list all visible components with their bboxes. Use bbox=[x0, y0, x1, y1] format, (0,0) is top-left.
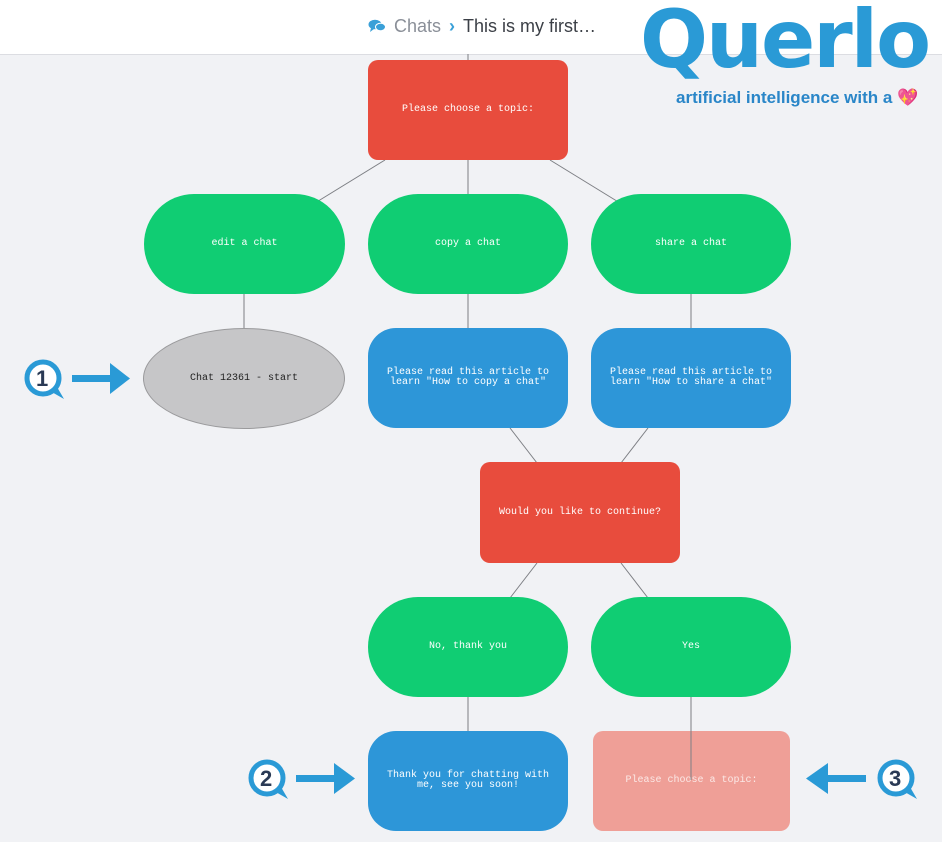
breadcrumb: Chats › This is my first… bbox=[368, 14, 596, 38]
logo-wordmark: Querlo bbox=[640, 0, 931, 86]
marker-3: 3 bbox=[806, 759, 918, 801]
querlo-q-arrow-right-icon bbox=[24, 359, 130, 399]
answer-node-copy-chat[interactable]: copy a chat bbox=[368, 194, 568, 294]
querlo-logo: Querlo artificial intelligence with a 💖 bbox=[640, 0, 940, 110]
answer-node-no-thanks[interactable]: No, thank you bbox=[368, 597, 568, 697]
message-node-read-share[interactable]: Please read this article to learn "How t… bbox=[591, 328, 791, 428]
start-node-chat-12361[interactable]: Chat 12361 - start bbox=[143, 328, 345, 429]
message-node-thank-you[interactable]: Thank you for chatting with me, see you … bbox=[368, 731, 568, 831]
message-node-read-copy[interactable]: Please read this article to learn "How t… bbox=[368, 328, 568, 428]
connector bbox=[509, 562, 538, 599]
logo-tagline: artificial intelligence with a 💖 bbox=[676, 88, 918, 108]
heart-icon: 💖 bbox=[897, 88, 919, 107]
connector bbox=[549, 159, 621, 204]
top-bar: Chats › This is my first… bbox=[0, 0, 942, 55]
answer-node-share-chat[interactable]: share a chat bbox=[591, 194, 791, 294]
loop-node-choose-topic[interactable]: Please choose a topic: bbox=[593, 731, 790, 831]
querlo-q-arrow-right-icon bbox=[248, 759, 355, 799]
connector bbox=[620, 427, 649, 464]
chat-bubbles-icon bbox=[368, 19, 386, 32]
querlo-q-arrow-left-icon bbox=[806, 759, 917, 799]
marker-2: 2 bbox=[248, 759, 358, 801]
marker-1: 1 bbox=[24, 359, 132, 401]
connector bbox=[509, 427, 538, 464]
marker-1-number: 1 bbox=[36, 366, 49, 391]
connector bbox=[620, 562, 649, 599]
breadcrumb-chats-link[interactable]: Chats bbox=[394, 15, 442, 36]
marker-2-number: 2 bbox=[260, 766, 273, 791]
question-node-continue[interactable]: Would you like to continue? bbox=[480, 462, 680, 563]
breadcrumb-separator: › bbox=[449, 15, 456, 36]
breadcrumb-current: This is my first… bbox=[463, 15, 597, 36]
answer-node-yes[interactable]: Yes bbox=[591, 597, 791, 697]
answer-node-edit-chat[interactable]: edit a chat bbox=[144, 194, 345, 294]
logo-tagline-text: artificial intelligence with a bbox=[676, 88, 893, 107]
connector bbox=[314, 159, 386, 204]
question-node-choose-topic[interactable]: Please choose a topic: bbox=[368, 60, 568, 160]
marker-3-number: 3 bbox=[889, 766, 902, 791]
